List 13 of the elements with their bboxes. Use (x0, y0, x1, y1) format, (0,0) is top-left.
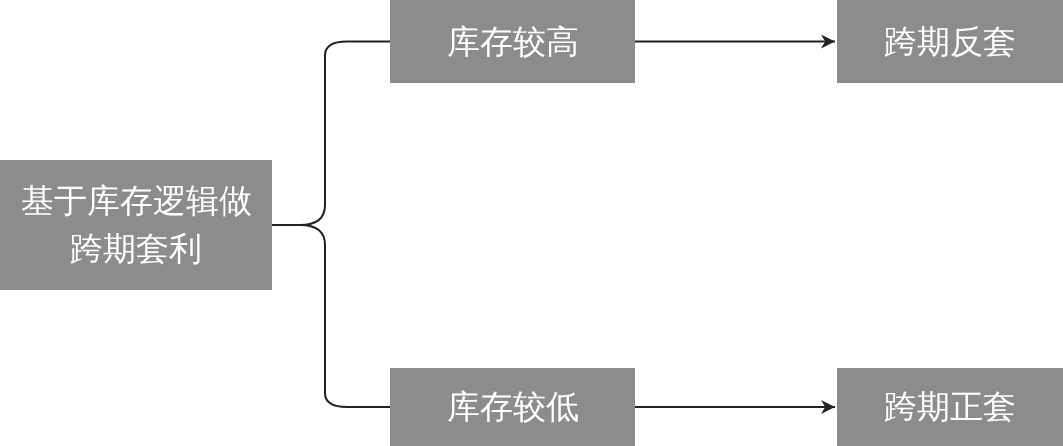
process-box (837, 0, 1063, 83)
box-label: 基于库存逻辑做跨期套利 (19, 180, 253, 270)
box-label: 库存较高 (446, 20, 579, 63)
box-label: 跨期反套 (884, 20, 1016, 63)
process-box (0, 160, 272, 290)
process-box (390, 368, 635, 446)
arrow (634, 34, 836, 49)
process-box (837, 368, 1063, 446)
arrow (634, 400, 836, 414)
box-label: 库存较低 (446, 386, 579, 429)
box-label: 跨期正套 (884, 386, 1016, 429)
brace-connector (271, 224, 391, 408)
process-box (390, 0, 635, 83)
